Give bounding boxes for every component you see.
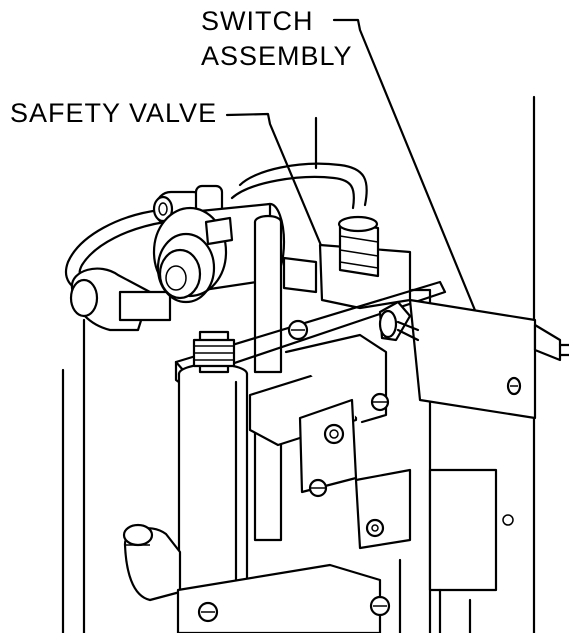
safety-valve — [282, 215, 412, 310]
bracket-assembly — [248, 333, 412, 550]
switch-callout-line1: SWITCH — [201, 6, 313, 36]
left-cylinder — [177, 330, 249, 592]
elbow-fitting-left — [69, 267, 172, 332]
safety-valve-callout: SAFETY VALVE — [10, 98, 217, 128]
elbow-fitting-bottom — [122, 523, 182, 602]
switch-callout-line2: ASSEMBLY — [201, 41, 353, 71]
switch-leader-line — [332, 18, 490, 344]
switch-assembly — [378, 298, 569, 420]
vertical-rod — [253, 214, 283, 542]
safety-valve-leader-line — [225, 112, 330, 264]
base-blocks — [176, 468, 514, 633]
